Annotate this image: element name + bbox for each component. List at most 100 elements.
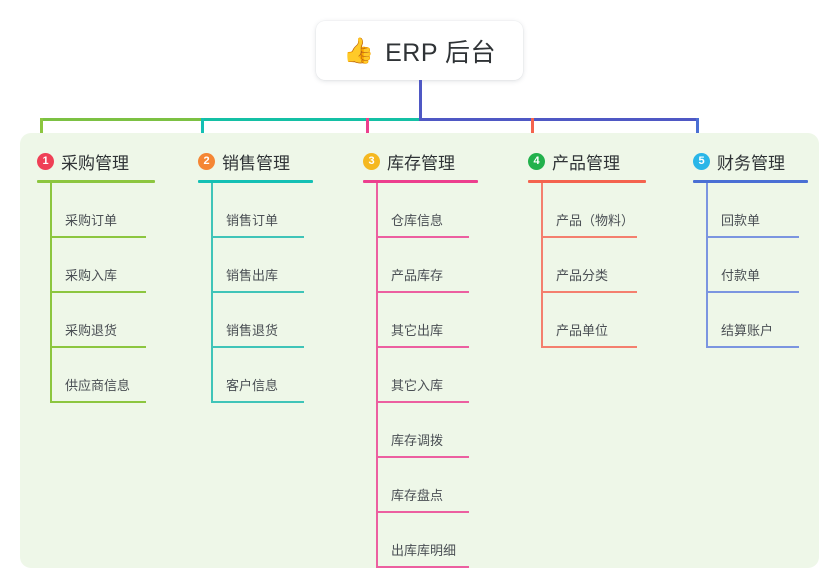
column-header[interactable]: 5 财务管理	[693, 148, 808, 174]
column-items: 仓库信息产品库存其它出库其它入库库存调拨库存盘点出库库明细	[376, 183, 478, 568]
module-item[interactable]: 其它入库	[376, 348, 478, 403]
module-item-label: 销售退货	[226, 323, 279, 338]
module-item-label: 产品单位	[556, 323, 609, 338]
module-item-underline	[376, 456, 469, 458]
column-spine	[211, 183, 213, 403]
column-underline	[528, 180, 646, 183]
module-item-underline	[376, 346, 469, 348]
column-items: 销售订单销售出库销售退货客户信息	[211, 183, 313, 403]
module-item-underline	[706, 291, 799, 293]
column-title: 库存管理	[387, 153, 455, 173]
module-item-underline	[376, 511, 469, 513]
module-item-label: 付款单	[721, 268, 761, 283]
column-spine	[376, 183, 378, 568]
column-underline	[198, 180, 313, 183]
column-number-badge: 3	[363, 152, 380, 170]
column-spine	[50, 183, 52, 403]
module-item[interactable]: 销售出库	[211, 238, 313, 293]
module-item-label: 产品（物料）	[556, 213, 635, 228]
module-item-underline	[50, 236, 146, 238]
module-item[interactable]: 采购入库	[50, 238, 155, 293]
module-item-label: 产品库存	[391, 268, 444, 283]
column-number-badge: 2	[198, 152, 215, 170]
module-item-label: 供应商信息	[65, 378, 131, 393]
module-item[interactable]: 销售订单	[211, 183, 313, 238]
column-header[interactable]: 3 库存管理	[363, 148, 478, 174]
module-item-underline	[376, 401, 469, 403]
module-item-underline	[541, 236, 637, 238]
module-item[interactable]: 供应商信息	[50, 348, 155, 403]
module-item-label: 库存盘点	[391, 488, 444, 503]
module-item-underline	[211, 401, 304, 403]
module-column: 1 采购管理采购订单采购入库采购退货供应商信息	[37, 148, 155, 403]
modules-panel: 1 采购管理采购订单采购入库采购退货供应商信息 2 销售管理销售订单销售出库销售退货客…	[20, 133, 819, 568]
bus-segment-middle	[201, 118, 422, 121]
module-item[interactable]: 库存盘点	[376, 458, 478, 513]
column-underline	[693, 180, 808, 183]
module-item-underline	[50, 291, 146, 293]
module-item-underline	[706, 236, 799, 238]
module-item[interactable]: 其它出库	[376, 293, 478, 348]
column-title: 采购管理	[61, 153, 129, 173]
module-item-label: 仓库信息	[391, 213, 444, 228]
module-item[interactable]: 采购订单	[50, 183, 155, 238]
module-item[interactable]: 库存调拨	[376, 403, 478, 458]
module-item-underline	[376, 291, 469, 293]
column-header[interactable]: 1 采购管理	[37, 148, 155, 174]
module-item[interactable]: 采购退货	[50, 293, 155, 348]
column-spine	[541, 183, 543, 348]
column-spine	[706, 183, 708, 348]
module-item-underline	[376, 566, 469, 568]
module-item-label: 销售订单	[226, 213, 279, 228]
module-item-label: 产品分类	[556, 268, 609, 283]
column-title: 销售管理	[222, 153, 290, 173]
module-item[interactable]: 回款单	[706, 183, 808, 238]
module-item[interactable]: 产品库存	[376, 238, 478, 293]
column-title: 产品管理	[552, 153, 620, 173]
module-item-label: 采购入库	[65, 268, 118, 283]
module-item-label: 其它出库	[391, 323, 444, 338]
module-item[interactable]: 产品分类	[541, 238, 646, 293]
module-item[interactable]: 产品单位	[541, 293, 646, 348]
module-item-label: 其它入库	[391, 378, 444, 393]
column-title: 财务管理	[717, 153, 785, 173]
module-item-underline	[541, 291, 637, 293]
module-column: 4 产品管理产品（物料） 产品分类产品单位	[528, 148, 646, 348]
module-item-label: 采购订单	[65, 213, 118, 228]
module-item-label: 采购退货	[65, 323, 118, 338]
module-column: 3 库存管理仓库信息产品库存其它出库其它入库库存调拨库存盘点出库库明细	[363, 148, 478, 568]
module-item[interactable]: 出库库明细	[376, 513, 478, 568]
module-item-label: 结算账户	[721, 323, 774, 338]
module-item-label: 出库库明细	[391, 543, 457, 558]
module-item-underline	[376, 236, 469, 238]
module-item[interactable]: 结算账户	[706, 293, 808, 348]
module-item-underline	[211, 346, 304, 348]
module-item[interactable]: 仓库信息	[376, 183, 478, 238]
thumbs-up-icon: 👍	[342, 36, 375, 65]
module-item-underline	[50, 346, 146, 348]
module-item-label: 回款单	[721, 213, 761, 228]
column-header[interactable]: 4 产品管理	[528, 148, 646, 174]
root-drop-line	[419, 80, 422, 121]
column-underline	[37, 180, 155, 183]
column-number-badge: 5	[693, 152, 710, 170]
module-item[interactable]: 付款单	[706, 238, 808, 293]
module-item[interactable]: 客户信息	[211, 348, 313, 403]
module-item-underline	[706, 346, 799, 348]
module-item-underline	[50, 401, 146, 403]
column-items: 产品（物料） 产品分类产品单位	[541, 183, 646, 348]
module-item[interactable]: 产品（物料）	[541, 183, 646, 238]
module-item[interactable]: 销售退货	[211, 293, 313, 348]
module-item-label: 库存调拨	[391, 433, 444, 448]
column-header[interactable]: 2 销售管理	[198, 148, 313, 174]
module-item-underline	[541, 346, 637, 348]
bus-segment-right	[419, 118, 699, 121]
root-node-card[interactable]: 👍 ERP 后台	[316, 21, 523, 80]
column-number-badge: 1	[37, 152, 54, 170]
column-underline	[363, 180, 478, 183]
module-column: 2 销售管理销售订单销售出库销售退货客户信息	[198, 148, 313, 403]
module-item-label: 销售出库	[226, 268, 279, 283]
module-item-underline	[211, 291, 304, 293]
column-number-badge: 4	[528, 152, 545, 170]
